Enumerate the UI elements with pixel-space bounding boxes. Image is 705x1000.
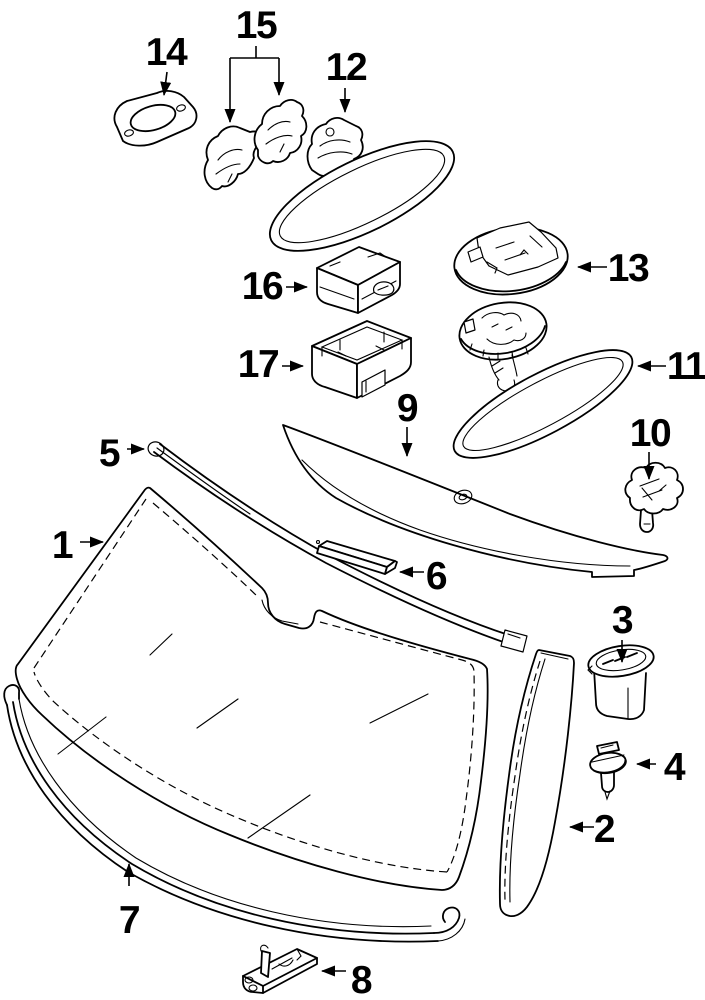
part-4-rivet-clip <box>589 741 627 801</box>
part-7-lower-reveal-molding <box>3 684 466 943</box>
part-8-support-bracket <box>242 944 318 994</box>
callout-arrows <box>80 46 666 977</box>
callout-labels: 1 2 3 4 5 6 7 8 9 10 11 12 13 14 15 16 1… <box>52 4 705 1000</box>
part-9-windshield-shade-band <box>282 424 669 578</box>
callout-label-9: 9 <box>397 387 418 430</box>
callout-label-10: 10 <box>630 412 671 455</box>
part-3-glass-retainer <box>587 644 655 721</box>
part-15-mirror-mount-clamps <box>203 99 308 191</box>
mirror-lens-11 <box>452 349 634 459</box>
callout-label-11: 11 <box>667 345 705 388</box>
mirror-lens-12 <box>268 140 456 252</box>
callout-label-6: 6 <box>426 555 447 598</box>
callout-label-7: 7 <box>119 899 139 942</box>
part-17-module-housing <box>311 320 412 399</box>
part-10-retainer-clip <box>624 461 684 533</box>
callout-label-5: 5 <box>99 432 120 475</box>
callout-arrow-14 <box>160 71 172 96</box>
callout-label-14: 14 <box>146 31 188 74</box>
callout-label-3: 3 <box>612 599 633 642</box>
callout-label-16: 16 <box>242 265 283 308</box>
callout-label-4: 4 <box>664 746 686 789</box>
part-13-mirror-mount-cover <box>453 221 569 296</box>
callout-label-15: 15 <box>236 4 277 47</box>
callout-label-2: 2 <box>594 808 615 851</box>
callout-label-17: 17 <box>238 343 278 386</box>
callout-label-8: 8 <box>351 959 372 1000</box>
callout-label-13: 13 <box>608 247 649 290</box>
part-11-mirror-assembly <box>452 301 634 459</box>
part-14-mirror-base-gasket <box>113 90 198 147</box>
callout-label-1: 1 <box>52 524 73 567</box>
part-16-sensor-module <box>316 246 401 314</box>
part-2-side-reveal-molding <box>498 649 575 917</box>
part-6-glass-spacer <box>315 539 398 575</box>
glass-reflection-lines <box>57 633 429 839</box>
part-1-windshield-glass <box>14 486 489 891</box>
part-12-inside-rear-view-mirror <box>268 117 456 252</box>
callout-arrow-15 <box>230 46 279 59</box>
callout-label-12: 12 <box>326 46 367 89</box>
